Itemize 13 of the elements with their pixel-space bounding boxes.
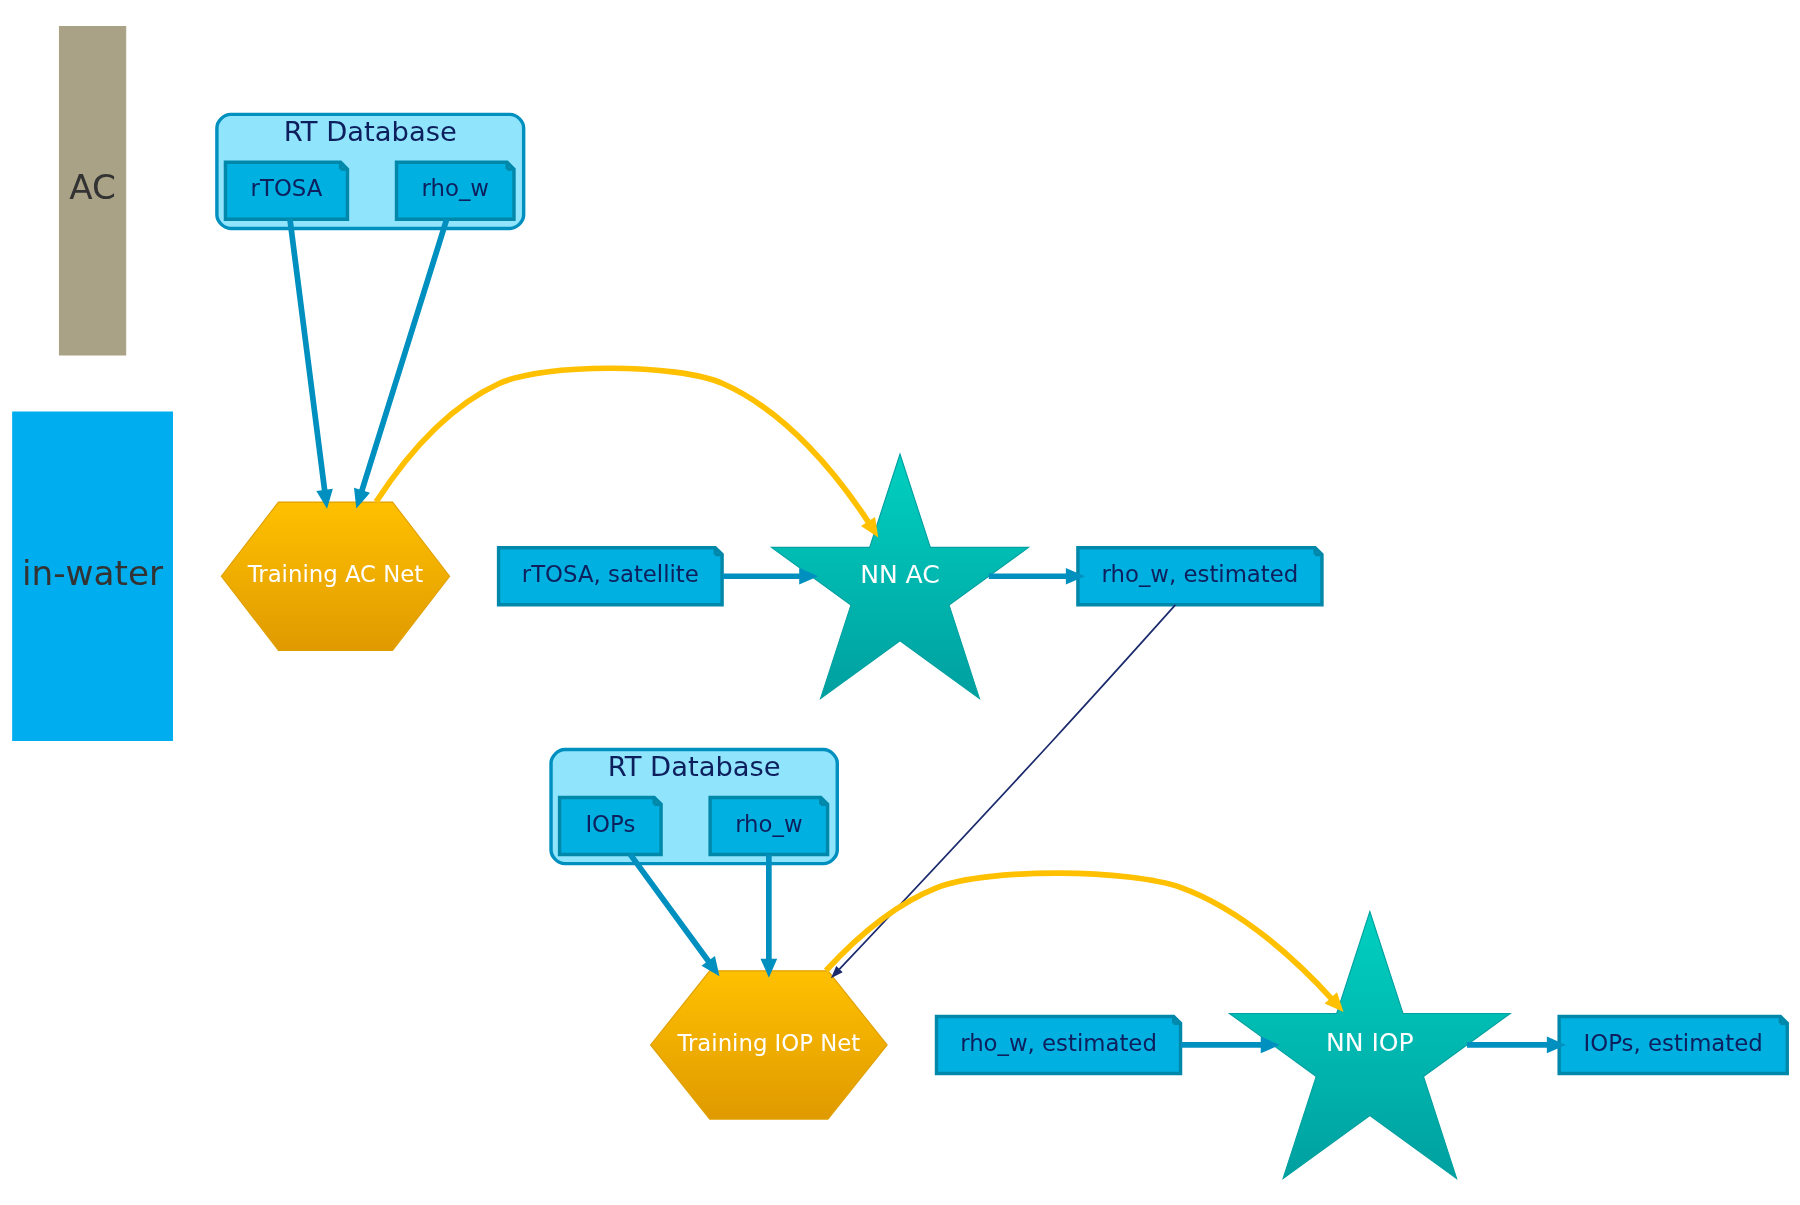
arrow [354,218,450,509]
arrow [628,852,720,977]
arrow [988,567,1085,585]
arrow [373,365,879,538]
arrow [760,854,778,978]
arrow [722,567,819,585]
node-box: in-water [12,411,173,742]
arrow [830,604,1177,979]
arrow [823,870,1344,1013]
arrow [1467,1036,1566,1054]
arrow [287,219,333,509]
arrow [1180,1036,1280,1054]
node-box: AC [58,26,127,356]
